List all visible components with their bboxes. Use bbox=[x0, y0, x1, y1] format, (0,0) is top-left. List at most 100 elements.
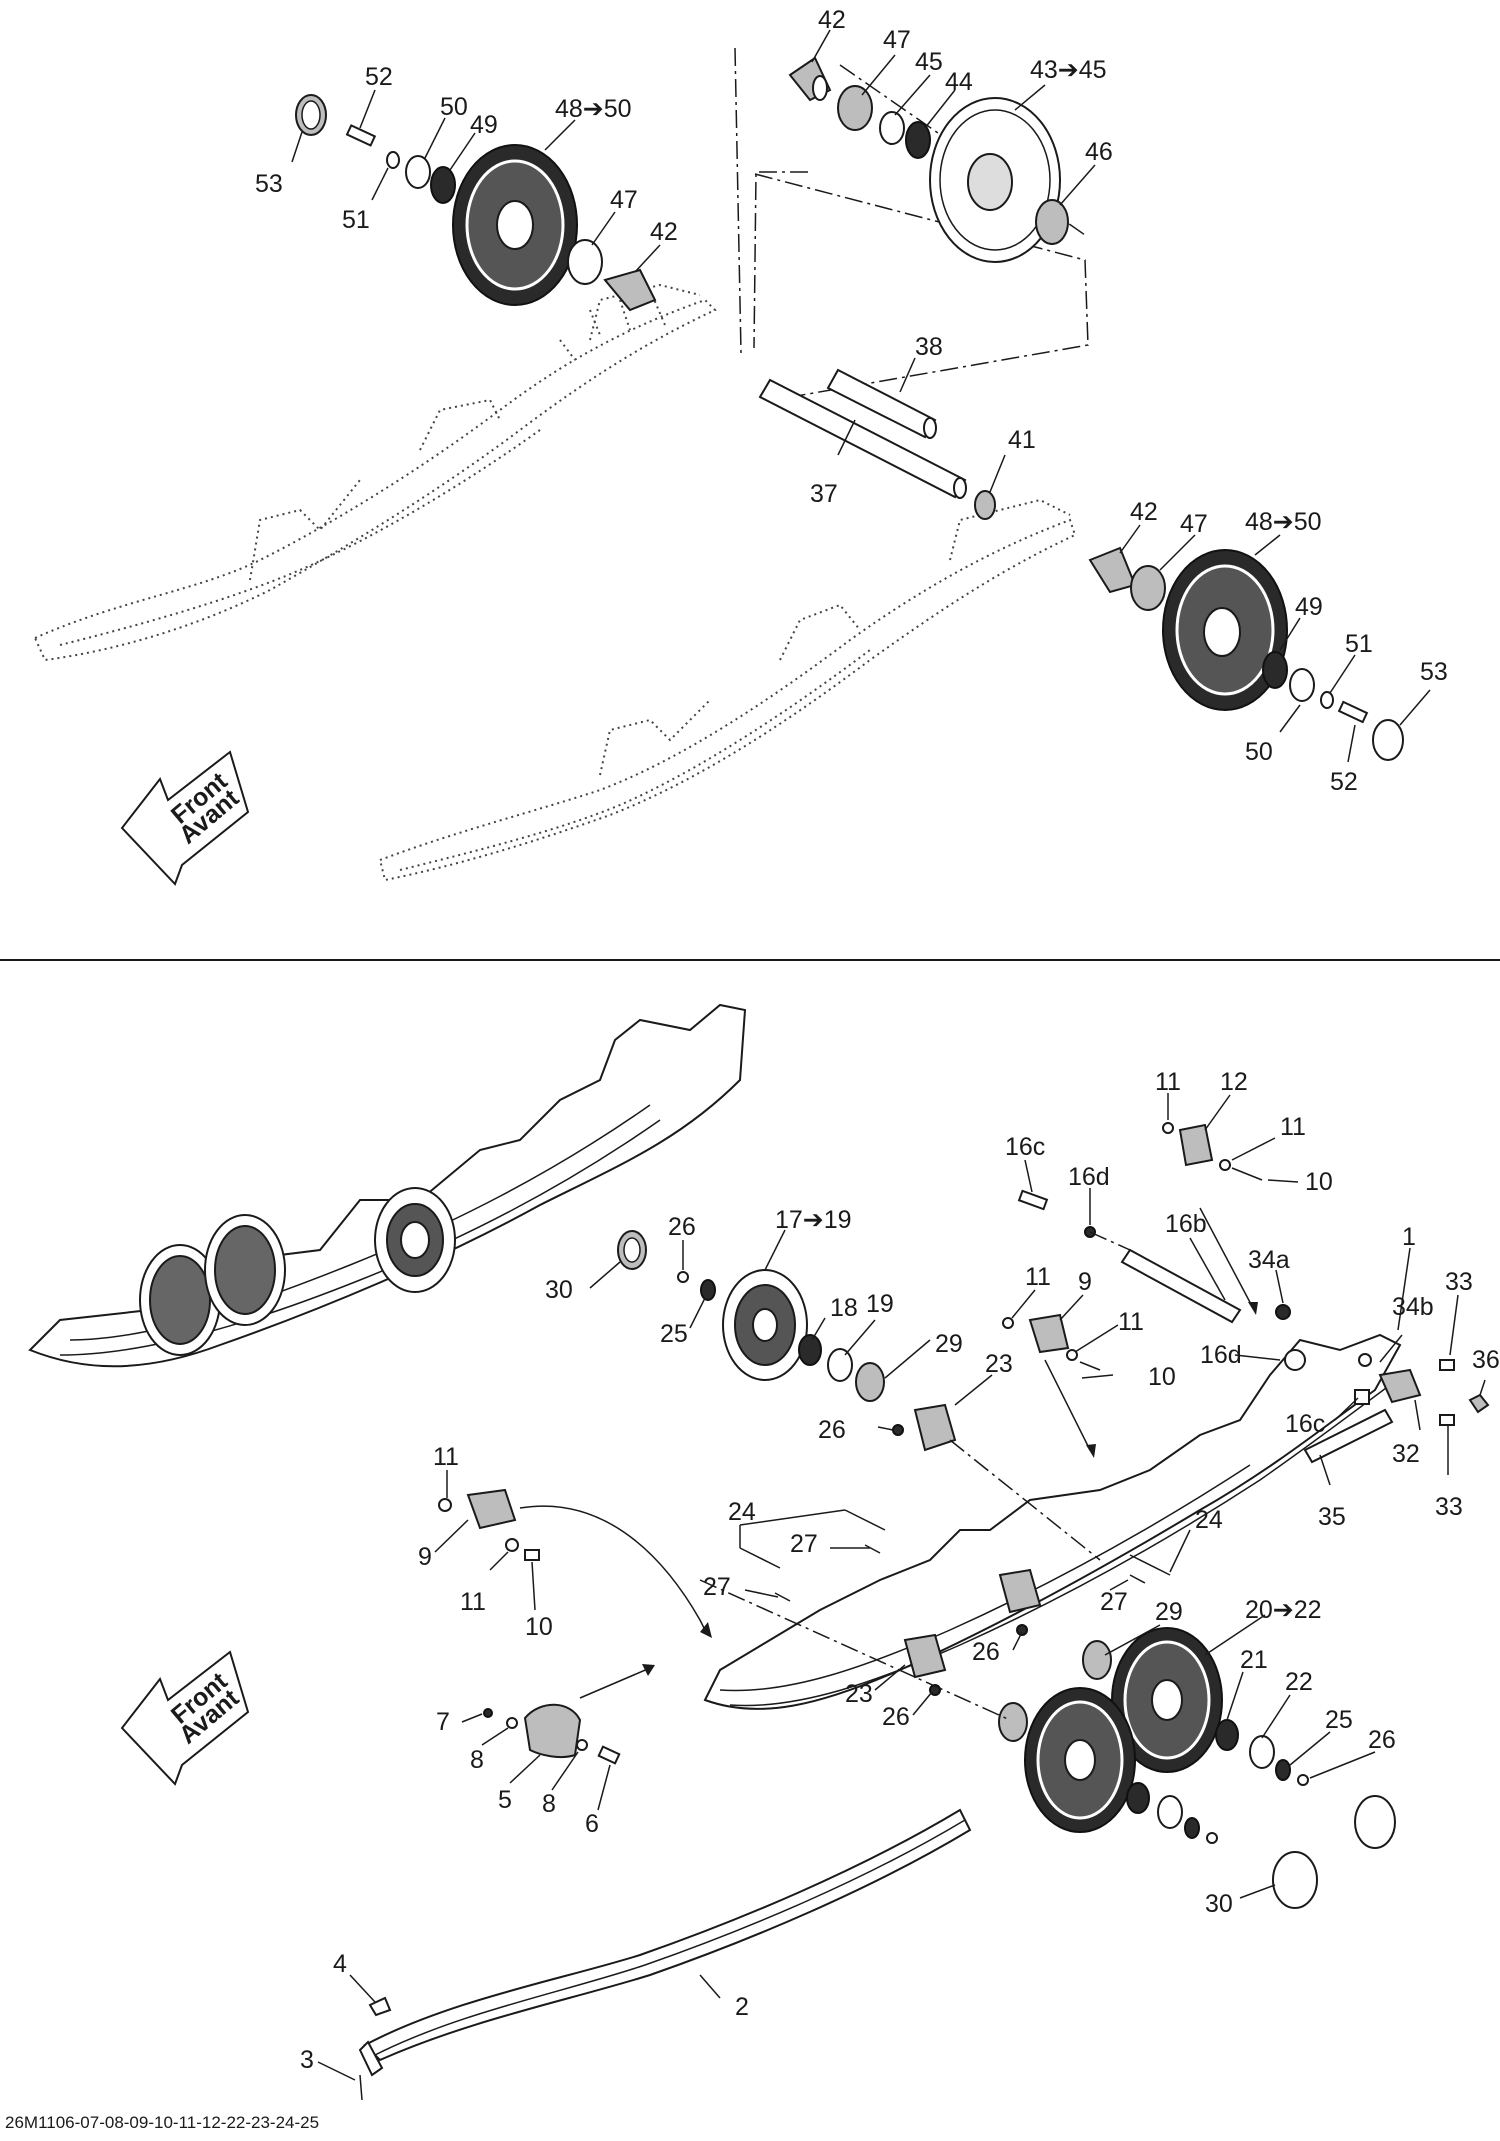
washer-41 bbox=[974, 490, 996, 520]
bearing-18 bbox=[798, 1334, 822, 1366]
callout-50: 50 bbox=[440, 93, 468, 121]
washer-8-b bbox=[576, 1739, 588, 1751]
shaft-37 bbox=[758, 378, 967, 499]
leader-lines-bottom bbox=[317, 1093, 1486, 2081]
bumper-9-right bbox=[1028, 1313, 1070, 1354]
callout-8: 8 bbox=[470, 1746, 484, 1774]
callout-49: 49 bbox=[470, 111, 498, 139]
nut-34b bbox=[1358, 1353, 1372, 1367]
callout-16d-b: 16d bbox=[1200, 1341, 1242, 1369]
bracket-32 bbox=[1378, 1368, 1422, 1404]
callout-11-f: 11 bbox=[460, 1588, 486, 1616]
bolt-6 bbox=[597, 1745, 621, 1765]
shim-53-right bbox=[1372, 719, 1404, 761]
left-bumper-and-guide bbox=[359, 1488, 621, 2101]
callout-24: 24 bbox=[728, 1498, 756, 1526]
callout-43-45: 43➔45 bbox=[1030, 56, 1107, 84]
shim-30-right bbox=[1354, 1795, 1396, 1849]
callout-33-b: 33 bbox=[1435, 1493, 1463, 1521]
bearing-49-right bbox=[1262, 651, 1288, 689]
nut-26-top bbox=[677, 1271, 689, 1283]
washer-25-bottom bbox=[1275, 1759, 1291, 1781]
callout-21: 21 bbox=[1240, 1646, 1268, 1674]
callout-16b: 16b bbox=[1165, 1210, 1207, 1238]
nut-26-bottom-right bbox=[1297, 1774, 1309, 1786]
callout-30: 30 bbox=[545, 1276, 573, 1304]
callout-48-50: 48➔50 bbox=[555, 95, 632, 123]
wheel-assembly-17-19 bbox=[617, 1230, 957, 1452]
callout-29: 29 bbox=[935, 1330, 963, 1358]
bolt-16c-bottom bbox=[1354, 1389, 1370, 1405]
callout-26-e: 26 bbox=[1368, 1726, 1396, 1754]
callout-30-b: 30 bbox=[1205, 1890, 1233, 1918]
shim-46-top bbox=[1035, 199, 1069, 245]
callout-46: 46 bbox=[1085, 138, 1113, 166]
callout-32: 32 bbox=[1392, 1440, 1420, 1468]
assembled-rail-left bbox=[28, 1003, 747, 1368]
callout-12: 12 bbox=[1220, 1068, 1248, 1096]
callout-26-d: 26 bbox=[882, 1703, 910, 1731]
callout-25: 25 bbox=[660, 1320, 688, 1348]
bolt-52-right bbox=[1337, 700, 1369, 724]
leader-lines-top bbox=[291, 29, 1431, 763]
callout-42-right: 42 bbox=[1130, 498, 1158, 526]
callout-11-c: 11 bbox=[1025, 1263, 1051, 1291]
ring-50-top-left bbox=[405, 155, 431, 189]
callout-47-left: 47 bbox=[610, 186, 638, 214]
washer-51-right bbox=[1320, 691, 1334, 709]
callout-19: 19 bbox=[866, 1290, 894, 1318]
shaft-38 bbox=[826, 368, 937, 439]
wheel-assembly-20-22 bbox=[903, 1568, 1396, 1909]
washer-11-left-b bbox=[505, 1538, 519, 1552]
rail-hardware-bottom bbox=[1002, 1122, 1490, 1464]
bumper-12 bbox=[1178, 1123, 1214, 1167]
reference-code: 26M1106-07-08-09-10-11-12-22-23-24-25 bbox=[5, 2113, 319, 2132]
washer-25-top bbox=[700, 1279, 716, 1301]
bolts-24-27 bbox=[739, 1509, 1171, 1602]
screw-3 bbox=[359, 2074, 363, 2101]
nut-36 bbox=[1468, 1393, 1490, 1414]
front-arrow-top: Front Avant bbox=[120, 750, 250, 886]
block-23-top bbox=[913, 1403, 957, 1452]
bolt-52-top-left bbox=[345, 124, 377, 147]
callout-47-right: 47 bbox=[1180, 510, 1208, 538]
callout-23: 23 bbox=[985, 1350, 1013, 1378]
bearing-49-top-left bbox=[430, 166, 456, 204]
tube-16b bbox=[1120, 1248, 1242, 1324]
callout-10: 10 bbox=[1305, 1168, 1333, 1196]
callout-36: 36 bbox=[1472, 1346, 1500, 1374]
shaft-35 bbox=[1303, 1408, 1394, 1464]
bolt-33-bottom bbox=[1439, 1414, 1455, 1426]
spacer-lower-left bbox=[998, 1702, 1028, 1742]
callout-23-b: 23 bbox=[845, 1680, 873, 1708]
top-center-wheel-assembly bbox=[788, 56, 1069, 263]
callout-53: 53 bbox=[255, 170, 283, 198]
callouts-bottom: 11 12 11 10 16c 16d 17➔19 26 30 16b 1 34… bbox=[300, 1068, 1500, 2074]
callout-1: 1 bbox=[1402, 1223, 1416, 1251]
callout-22: 22 bbox=[1285, 1668, 1313, 1696]
callout-38: 38 bbox=[915, 333, 943, 361]
bearing-21 bbox=[1215, 1719, 1239, 1751]
callout-7: 7 bbox=[436, 1708, 450, 1736]
callout-4: 4 bbox=[333, 1950, 347, 1978]
callout-29-b: 29 bbox=[1155, 1598, 1183, 1626]
bolt-33-top bbox=[1439, 1359, 1455, 1371]
callout-16c-b: 16c bbox=[1285, 1410, 1325, 1438]
callout-16c: 16c bbox=[1005, 1133, 1045, 1161]
callout-16d: 16d bbox=[1068, 1163, 1110, 1191]
right-idler-wheel-assembly bbox=[1088, 546, 1404, 761]
bearing-44-top bbox=[905, 121, 931, 159]
callout-52-right: 52 bbox=[1330, 768, 1358, 796]
ring-45-top bbox=[879, 111, 905, 145]
washer-8-a bbox=[506, 1717, 518, 1729]
shim-30-bottom bbox=[1272, 1851, 1318, 1909]
bolt-16c-top bbox=[1017, 1189, 1049, 1211]
callout-52: 52 bbox=[365, 63, 393, 91]
spacer-29-top bbox=[855, 1362, 885, 1402]
screw-4 bbox=[368, 1996, 392, 2017]
axle-end-42-right bbox=[1088, 546, 1137, 594]
callout-3: 3 bbox=[300, 2046, 314, 2074]
callout-10-c: 10 bbox=[525, 1613, 553, 1641]
callout-44: 44 bbox=[945, 68, 973, 96]
